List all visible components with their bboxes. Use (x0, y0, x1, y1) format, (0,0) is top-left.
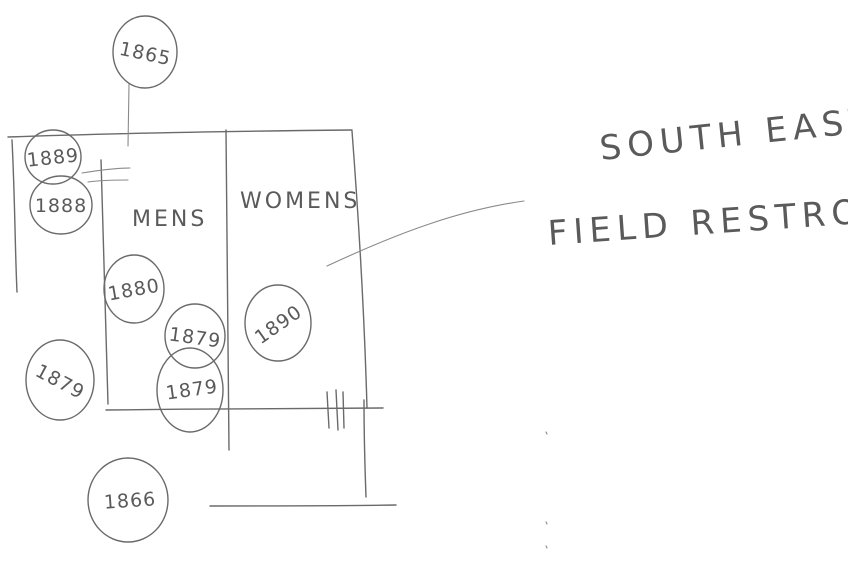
year-marker-1880: 1880 (106, 275, 161, 306)
year-marker-1889: 1889 (26, 144, 80, 171)
year-marker-1890: 1890 (251, 301, 307, 349)
year-labels: 1865 1889 1888 1880 1879 1890 1879 1879 … (26, 38, 307, 514)
building-outline (7, 83, 548, 549)
year-marker-1865: 1865 (117, 38, 173, 70)
annotation-line-2: FIELD RESTROOM (547, 187, 848, 254)
year-marker-1866: 1866 (103, 488, 157, 514)
annotation-line-1: SOUTH EAST (598, 100, 848, 169)
room-labels: MENS WOMENS (132, 189, 360, 232)
year-marker-1879-low: 1879 (165, 375, 220, 404)
mens-room-label: MENS (132, 207, 207, 232)
year-marker-1879-left: 1879 (32, 360, 89, 404)
year-circles (24, 15, 312, 543)
annotation: SOUTH EAST FIELD RESTROOM (547, 100, 848, 254)
womens-room-label: WOMENS (240, 189, 360, 214)
year-marker-1888: 1888 (35, 195, 87, 217)
year-marker-1879-mid: 1879 (168, 323, 223, 352)
